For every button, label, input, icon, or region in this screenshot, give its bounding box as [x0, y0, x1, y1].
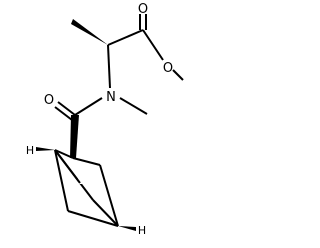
- amide-carbonyl-bond-b: [54, 106, 73, 121]
- ester-ether-oxygen-label: O: [163, 61, 173, 76]
- n-amide-c-bond: [74, 97, 103, 116]
- ring-c7-c4-bond: [92, 199, 119, 227]
- ester-carbonyl-oxygen-label: O: [138, 2, 148, 17]
- ring-c2-c3-bond: [72, 157, 101, 166]
- bridgehead-hydrogen-left-label: H: [26, 144, 34, 157]
- n-methyl-bond: [119, 97, 148, 115]
- bridgehead-hydrogen-right-label: H: [138, 224, 146, 237]
- ester-o-methyl-bond: [172, 69, 184, 81]
- ester-c-o-bond: [142, 29, 164, 61]
- amide-nitrogen-label: N: [106, 90, 116, 105]
- ring-attachment-wedge-bond: [70, 115, 79, 158]
- bridge-crossing-gap: [78, 178, 85, 184]
- molecule-structure: O O N O H H: [26, 2, 184, 237]
- ring-c1-c6-bond: [54, 149, 69, 212]
- amide-carbonyl-oxygen-label: O: [44, 93, 54, 108]
- ring-c1-c7-bond-front: [54, 149, 81, 184]
- ring-c2-c1-bond: [54, 149, 74, 159]
- ring-c6-c4-bond: [67, 210, 119, 227]
- alpha-c-n-bond: [107, 44, 111, 89]
- ring-c3-c4-bond: [99, 164, 119, 227]
- alpha-c-carbonyl-bond: [107, 29, 144, 46]
- bridgehead-h-right-wedge-bond: [118, 226, 136, 231]
- bridgehead-h-left-wedge-bond: [36, 147, 55, 151]
- amide-carbonyl-bond-a: [57, 101, 76, 116]
- alpha-methyl-wedge-bond: [71, 19, 108, 45]
